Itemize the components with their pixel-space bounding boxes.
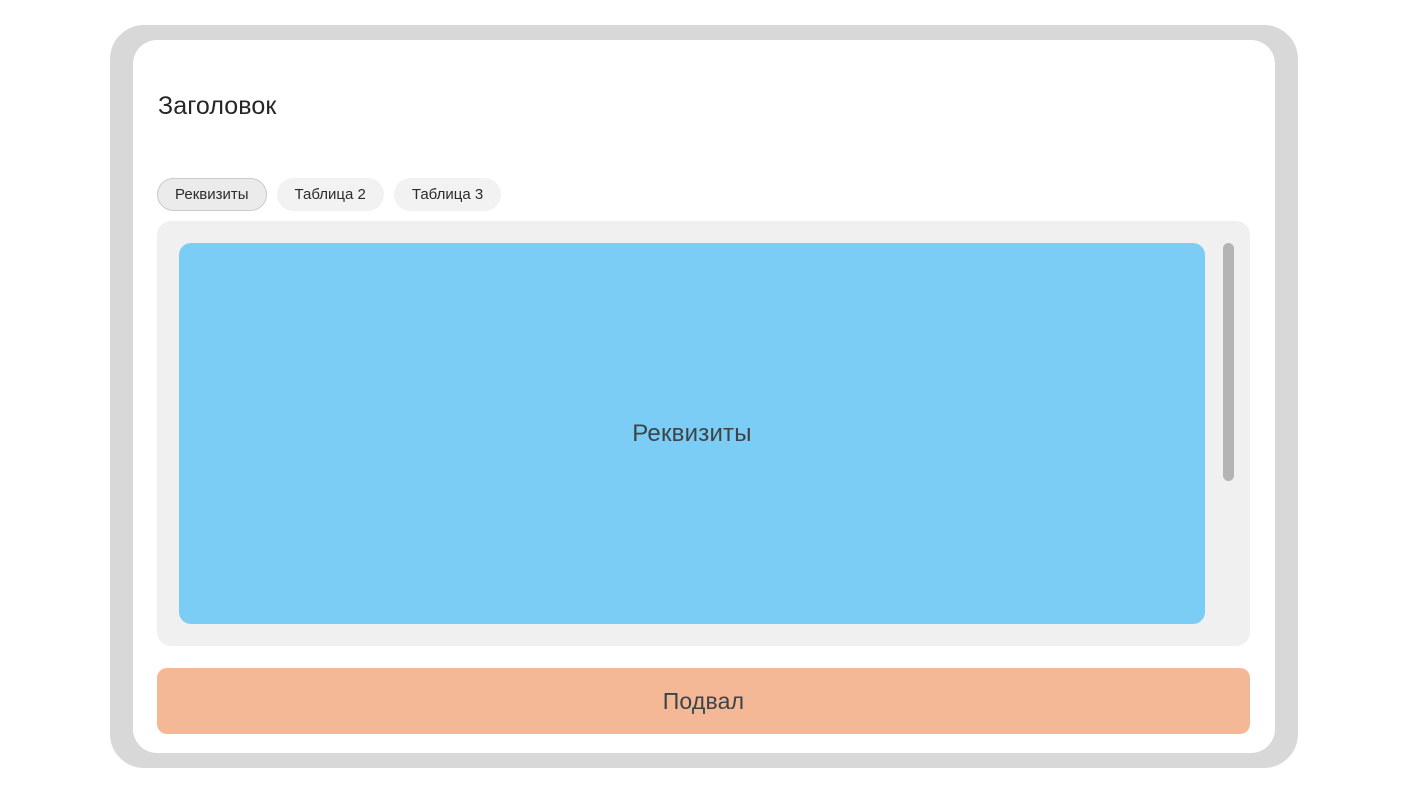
vertical-scrollbar-track[interactable]: [1223, 243, 1234, 624]
tab-label: Реквизиты: [175, 186, 249, 203]
footer-label: Подвал: [662, 687, 745, 714]
content-panel-label: Реквизиты: [632, 419, 752, 447]
footer-bar: Подвал: [157, 668, 1250, 734]
tab-strip: Реквизиты Таблица 2 Таблица 3: [157, 178, 502, 211]
content-panel: Реквизиты: [179, 243, 1205, 624]
tab-label: Таблица 3: [411, 186, 484, 203]
tab-tablica-2[interactable]: Таблица 2: [276, 178, 384, 211]
tab-label: Таблица 2: [294, 186, 366, 203]
scroll-region[interactable]: Реквизиты: [157, 221, 1250, 646]
scroll-inner: Реквизиты: [179, 243, 1226, 624]
content-card: Заголовок Реквизиты Таблица 2 Таблица 3 …: [133, 40, 1275, 753]
tab-rekvizity[interactable]: Реквизиты: [157, 178, 267, 211]
window-frame: Заголовок Реквизиты Таблица 2 Таблица 3 …: [110, 25, 1298, 768]
page-title: Заголовок: [158, 92, 277, 120]
vertical-scrollbar-thumb[interactable]: [1223, 243, 1234, 481]
tab-tablica-3[interactable]: Таблица 3: [393, 178, 502, 211]
